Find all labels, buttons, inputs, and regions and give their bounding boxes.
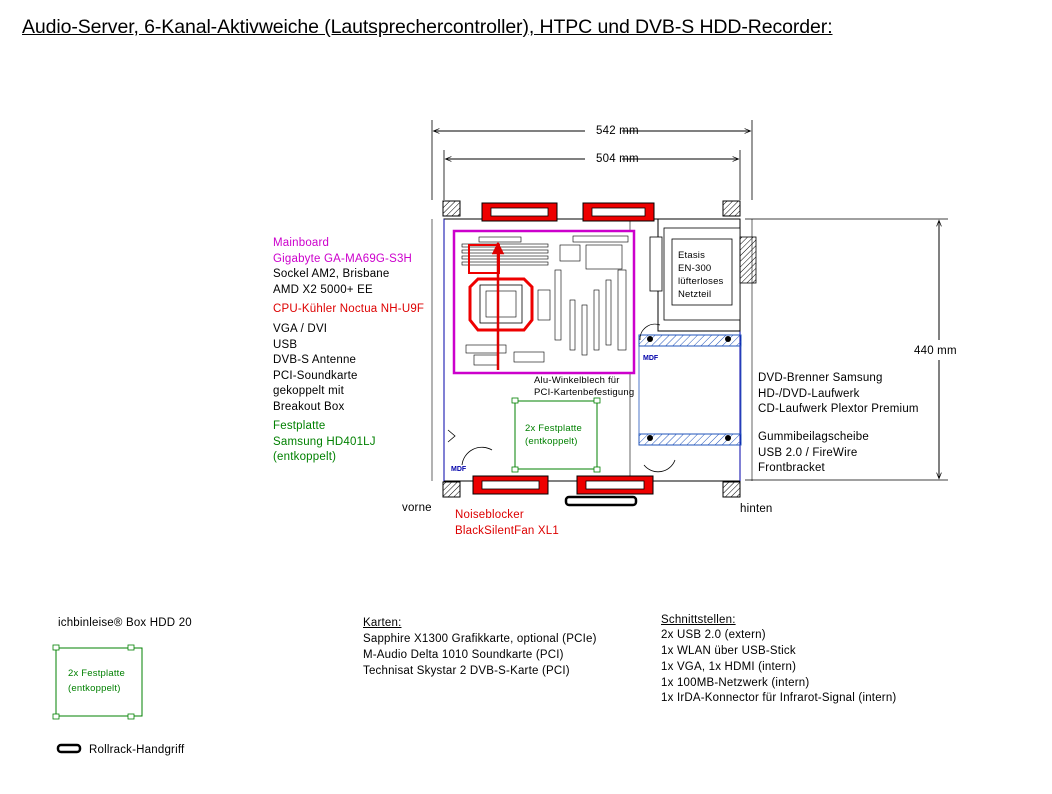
rubber-item: Gummibeilagscheibe [758,431,869,443]
psu-line3: lüfterloses [678,276,724,287]
dimension-542 [431,120,753,200]
interface-item: 2x USB 2.0 (extern) [661,629,766,641]
front-label: vorne [402,502,432,514]
ichbinleise-title: ichbinleise® Box HDD 20 [58,617,192,629]
card-item: Technisat Skystar 2 DVB-S-Karte (PCI) [363,665,570,677]
interface-item: 1x 100MB-Netzwerk (intern) [661,677,810,689]
dimension-440 [745,218,948,481]
drive-item: DVD-Brenner Samsung [758,372,883,384]
cpu-cooler-label: CPU-Kühler Noctua NH-U9F [273,303,425,315]
interface-item: 1x WLAN über USB-Stick [661,645,796,657]
handle-legend-label: Rollrack-Handgriff [89,744,185,756]
card-item: M-Audio Delta 1010 Soundkarte (PCI) [363,649,564,661]
connection-item: PCI-Soundkarte [273,370,358,382]
mainboard-socket: Sockel AM2, Brisbane [273,268,390,280]
hdd-box-case [511,397,601,473]
fan-arcs [447,323,676,473]
dimension-504-label: 504 mm [596,153,639,165]
rubber-item: USB 2.0 / FireWire [758,447,858,459]
interface-item: 1x IrDA-Konnector für Infrarot-Signal (i… [661,692,897,704]
page-title: Audio-Server, 6-Kanal-Aktivweiche (Lauts… [22,16,833,38]
card-item: Sapphire X1300 Grafikkarte, optional (PC… [363,633,597,645]
dimension-504 [443,150,741,200]
drive-item: HD-/DVD-Laufwerk [758,388,860,400]
hdd-label-heading: Festplatte [273,420,326,432]
back-label: hinten [740,503,773,515]
ichbinleise-line1: 2x Festplatte [68,668,125,679]
corner-feet [442,200,741,498]
psu-line1: Etasis [678,250,706,261]
ichbinleise-box [52,644,143,720]
mainboard [452,229,636,375]
bracket-line1: Alu-Winkelblech für [534,375,620,386]
psu-line2: EN-300 [678,263,712,274]
hdd-label-model: Samsung HD401LJ [273,436,376,448]
psu-box [649,218,757,332]
dimension-542-label: 542 mm [596,125,639,137]
psu-line4: Netzteil [678,289,712,300]
connection-item: Breakout Box [273,401,345,413]
dimension-440-label: 440 mm [914,345,957,357]
fan-label-line2: BlackSilentFan XL1 [455,525,559,537]
interfaces-heading: Schnittstellen: [661,614,736,626]
connection-item: gekoppelt mit [273,385,344,397]
bracket-line2: PCI-Kartenbefestigung [534,387,635,398]
legend-handle-icon [56,743,82,754]
connection-item: VGA / DVI [273,323,328,335]
rubber-item: Frontbracket [758,462,825,474]
drive-bay [638,334,742,446]
mdf-label: MDF [643,355,659,362]
connection-item: DVB-S Antenne [273,354,357,366]
mainboard-model: Gigabyte GA-MA69G-S3H [273,253,413,265]
mainboard-cpu: AMD X2 5000+ EE [273,284,373,296]
hdd-label-note: (entkoppelt) [273,451,337,463]
hdd-box-line2: (entkoppelt) [525,436,578,447]
drive-item: CD-Laufwerk Plextor Premium [758,403,919,415]
cards-heading: Karten: [363,617,402,629]
mainboard-heading: Mainboard [273,237,330,249]
ichbinleise-line2: (entkoppelt) [68,683,121,694]
mdf-label: MDF [451,466,467,473]
rollrack-handles [472,202,655,507]
hdd-box-line1: 2x Festplatte [525,423,582,434]
fan-label-line1: Noiseblocker [455,509,524,521]
interface-item: 1x VGA, 1x HDMI (intern) [661,661,797,673]
connection-item: USB [273,339,298,351]
